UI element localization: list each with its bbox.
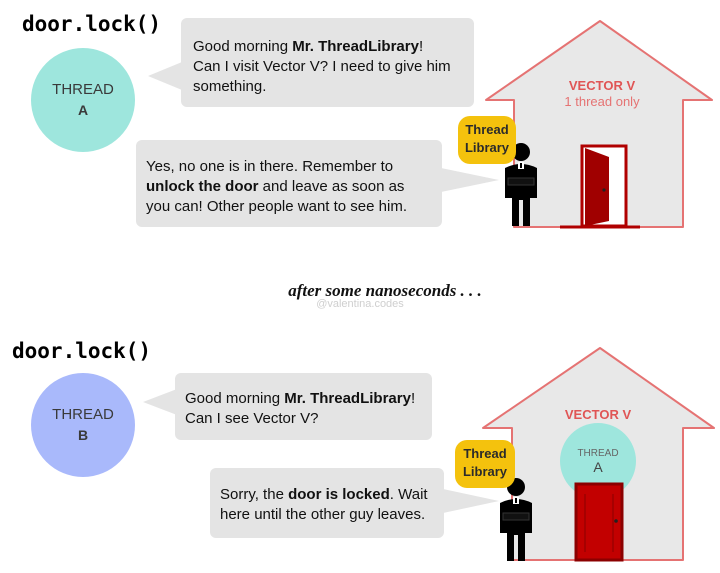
top-request-bubble: Good morning Mr. ThreadLibrary! Can I vi… [181, 18, 474, 107]
bottom-badge-line1: Thread [463, 446, 507, 461]
bottom-library-badge: Thread Library [455, 440, 515, 488]
thread-b-circle: THREAD B [31, 373, 135, 477]
top-reply-bubble: Yes, no one is in there. Remember to unl… [136, 140, 442, 227]
top-house-title: VECTOR V [568, 78, 636, 93]
thread-a-letter: A [77, 102, 89, 118]
top-request-line3: something. [193, 78, 267, 95]
top-house [485, 20, 713, 229]
bottom-reply-bubble: Sorry, the door is locked. Wait here unt… [210, 468, 444, 538]
top-bubble1-tail [148, 62, 182, 90]
top-badge-line2: Library [464, 140, 510, 155]
thread-a-circle: THREAD A [31, 48, 135, 152]
bottom-request-line1: Good morning Mr. ThreadLibrary! [185, 390, 416, 407]
top-library-badge: Thread Library [458, 116, 516, 164]
top-door-open [585, 148, 609, 226]
top-reply-line1: Yes, no one is in there. Remember to [146, 158, 394, 175]
bottom-request-line2: Can I see Vector V? [185, 410, 319, 427]
bottom-bubble1-tail [143, 389, 177, 415]
bottom-house [482, 347, 715, 562]
top-request-line1: Good morning Mr. ThreadLibrary! [193, 38, 424, 55]
top-badge-line1: Thread [465, 122, 509, 137]
top-reply-line2: unlock the door and leave as soon as [146, 178, 405, 195]
top-bubble2-tail [441, 168, 499, 192]
bottom-bubble2-tail [443, 489, 499, 513]
top-request-line2: Can I visit Vector V? I need to give him [193, 58, 451, 75]
bottom-reply-line1: Sorry, the door is locked. Wait [220, 486, 428, 503]
transition-note: after some nanoseconds . . . [288, 281, 482, 300]
inside-thread-label: THREAD [577, 448, 619, 459]
inside-thread-a-circle [560, 423, 636, 499]
bottom-reply-line2: here until the other guy leaves. [220, 506, 426, 523]
top-reply-line3: you can! Other people want to see him. [146, 198, 407, 215]
top-house-subtitle: 1 thread only [564, 94, 640, 109]
top-librarian-figure [505, 143, 537, 226]
bottom-librarian-figure [500, 478, 532, 561]
thread-a-label: THREAD [52, 81, 114, 98]
bottom-request-bubble: Good morning Mr. ThreadLibrary! Can I se… [175, 373, 432, 440]
inside-thread-letter: A [593, 459, 603, 475]
thread-b-label: THREAD [52, 406, 114, 423]
bottom-code-title: door.lock() [12, 339, 152, 363]
bottom-house-title: VECTOR V [564, 407, 632, 422]
bottom-badge-line2: Library [462, 464, 508, 479]
bottom-door-closed [574, 482, 624, 562]
top-code-title: door.lock() [22, 12, 162, 36]
watermark: @valentina.codes [316, 298, 404, 310]
thread-b-letter: B [77, 427, 89, 443]
